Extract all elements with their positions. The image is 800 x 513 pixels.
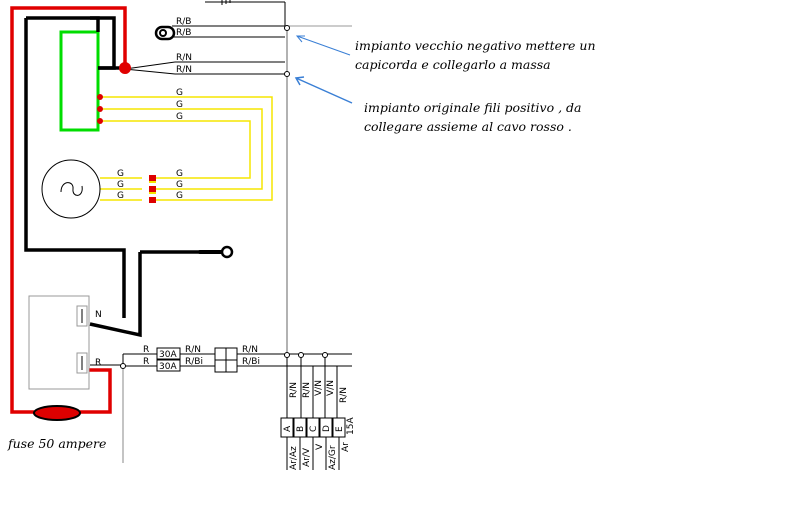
- vertical-bottom-label-d: Az/Gr: [328, 445, 338, 470]
- connector-amp-label: 15A: [346, 417, 356, 435]
- vertical-top-label-c: V/N: [314, 380, 324, 396]
- fuse-block-amp-label-2: 30A: [159, 362, 177, 372]
- arrow-icon-2: [294, 76, 353, 104]
- vertical-bottom-label-a: Ar/Az: [289, 446, 299, 470]
- pin-e: E: [335, 426, 345, 432]
- regulator-wire-label-3: G: [176, 112, 183, 122]
- battery-positive-label: R: [95, 358, 101, 368]
- regulator-box: [59, 30, 100, 132]
- rn-label-2: R/N: [176, 65, 192, 75]
- stator-icon: [41, 159, 101, 219]
- vertical-bottom-labels: Ar/Az Ar/V V Az/Gr Ar: [289, 442, 351, 470]
- vertical-top-label-b: R/N: [302, 382, 312, 398]
- note-2-line-1: impianto originale fili positivo , da: [364, 100, 581, 115]
- vertical-wires: [286, 357, 338, 418]
- red-wire: [10, 6, 127, 414]
- stator-left-label-2: G: [117, 180, 124, 190]
- bus-label-2: R/Bi: [242, 357, 260, 367]
- note-1-line-2: capicorda e collegarlo a massa: [355, 57, 551, 72]
- connector-block: [214, 347, 238, 373]
- red-junction: [119, 62, 131, 74]
- bus-wires: R/N R/Bi: [237, 345, 352, 367]
- stator-right-label-3: G: [176, 191, 183, 201]
- bus-label-1: R/N: [242, 345, 258, 355]
- vertical-top-labels: R/N R/N V/N V/N R/N: [289, 380, 349, 403]
- fuse-block-r-label-2: R: [143, 357, 149, 367]
- ring-terminal-icon: [154, 25, 176, 41]
- vertical-top-label-d: V/N: [326, 380, 336, 396]
- regulator-wire-labels: G G G: [176, 88, 183, 122]
- black-wires: [24, 16, 200, 338]
- regulator-wire-label-1: G: [176, 88, 183, 98]
- rb-label-1: R/B: [176, 17, 191, 27]
- vertical-top-label-e: R/N: [339, 387, 349, 403]
- fuse-note: fuse 50 ampere: [7, 436, 106, 451]
- note-1-line-1: impianto vecchio negativo mettere un: [355, 38, 596, 53]
- vertical-bottom-label-b: Ar/V: [302, 447, 312, 467]
- pin-c: C: [309, 426, 319, 432]
- regulator-wire-label-2: G: [176, 100, 183, 110]
- stator-right-label-2: G: [176, 180, 183, 190]
- fuse-block-r-label-1: R: [143, 345, 149, 355]
- note-2-line-2: collegare assieme al cavo rosso .: [364, 119, 572, 134]
- pin-connector: A B C D E 15A: [280, 417, 356, 438]
- pin-d: D: [322, 425, 332, 432]
- vertical-bottom-label-c: V: [315, 443, 325, 450]
- fuse-block-out-label-1: R/N: [185, 345, 201, 355]
- vertical-bottom-wires: [286, 437, 340, 470]
- regulator-terminal-dots: [97, 94, 103, 124]
- fuse-block: R R 30A 30A R/N R/Bi: [120, 345, 215, 463]
- pin-a: A: [283, 425, 293, 432]
- stator-connectors: [149, 175, 156, 203]
- battery: N R: [28, 295, 102, 390]
- pin-b: B: [296, 426, 306, 432]
- stator-right-label-1: G: [176, 169, 183, 179]
- rn-label-1: R/N: [176, 53, 192, 63]
- vertical-bottom-label-e: Ar: [341, 442, 351, 452]
- stator-left-label-3: G: [117, 191, 124, 201]
- rb-wire-pair: R/B R/B: [172, 17, 352, 38]
- yellow-wires: [100, 96, 273, 201]
- stator-left-label-1: G: [117, 169, 124, 179]
- battery-negative-label: N: [95, 310, 102, 320]
- fuse-block-amp-label-1: 30A: [159, 350, 177, 360]
- vertical-top-label-a: R/N: [289, 382, 299, 398]
- rb-label-2: R/B: [176, 28, 191, 38]
- top-ground-symbol: [205, 0, 286, 26]
- fuse-block-out-label-2: R/Bi: [185, 357, 203, 367]
- arrow-icon-1: [295, 35, 351, 56]
- stator-labels: G G G G G G: [117, 169, 183, 201]
- fuse-icon: [33, 405, 81, 421]
- ground-lug-icon: [198, 245, 234, 259]
- rn-wire-pair: R/N R/N: [124, 53, 290, 77]
